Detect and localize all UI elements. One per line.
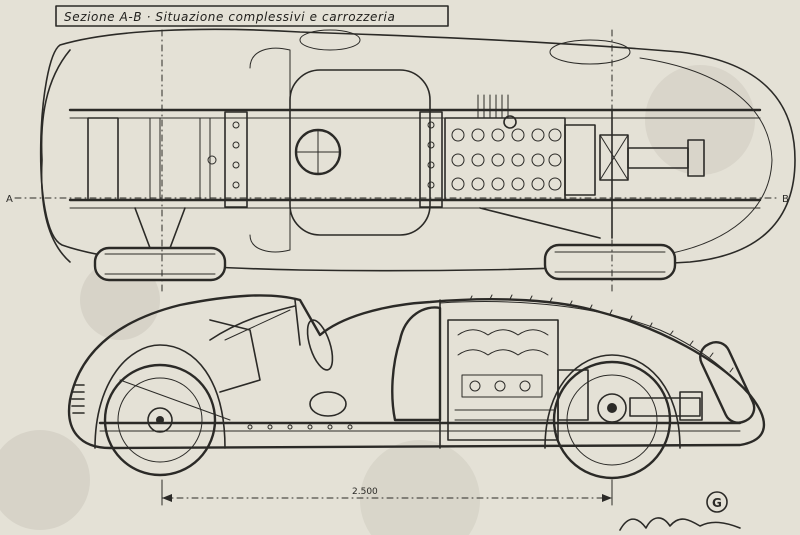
title-block: Sezione A-B · Situazione complessivi e c… [55, 5, 449, 27]
rear-wheel [552, 360, 672, 480]
rear-hub-center [607, 403, 617, 413]
windscreen-frame [209, 305, 296, 341]
body-ridge-line [439, 301, 761, 411]
front-wheel-rim [117, 377, 203, 463]
body-louvers [469, 294, 734, 373]
front-crossmember [87, 117, 119, 201]
plan-nose [40, 49, 71, 263]
gear-lever-knob [309, 391, 347, 417]
rear-brake-drum [679, 391, 703, 421]
rear-hub-plan [687, 139, 705, 177]
upper-fairing-left [299, 29, 361, 51]
designer-monogram: G [706, 491, 728, 513]
front-axle-housing [149, 117, 211, 201]
engine-crossmember [419, 111, 443, 208]
plan-body-outline [39, 28, 796, 272]
section-mark-a: A [6, 194, 13, 205]
steering-wheel-side [306, 319, 334, 371]
gear-knob [207, 155, 217, 165]
rear-wheel-plan [479, 207, 677, 281]
crossmember-holes [232, 121, 435, 189]
plan-tail-line [639, 57, 773, 259]
steering-column [294, 299, 301, 346]
rear-wheel-rim [566, 374, 658, 466]
section-line-ab: A B [6, 194, 789, 205]
drawing-title: Sezione A-B · Situazione complessivi e c… [64, 10, 395, 24]
windscreen-stay [224, 309, 291, 341]
front-wheel [103, 363, 217, 477]
upper-fairing-right [549, 39, 631, 65]
front-grille [71, 384, 85, 414]
gearbox-plan [564, 124, 596, 196]
monogram-letter: G [712, 496, 722, 510]
section-mark-b: B [782, 194, 789, 205]
paper-stains [0, 65, 755, 535]
rear-wheel-arch [544, 354, 681, 449]
front-hub [147, 407, 173, 433]
mid-crossmember [224, 111, 248, 208]
side-view [67, 294, 765, 480]
side-body-outline [67, 294, 765, 450]
plan-view [39, 28, 796, 282]
front-spring [119, 379, 231, 421]
front-wheel-arch [94, 344, 226, 449]
fuel-tank [699, 341, 756, 424]
side-rail-holes [247, 424, 353, 430]
front-suspension-frame [209, 319, 261, 393]
rear-hub [597, 393, 627, 423]
diff-cross-2 [599, 134, 629, 181]
wheelbase-dimension: 2.500 [161, 479, 613, 506]
rear-driveshaft-side [629, 397, 701, 417]
seat-side [391, 306, 442, 422]
signature [619, 517, 741, 531]
wheelbase-value: 2.500 [352, 487, 378, 497]
title-frame [55, 5, 449, 27]
front-wheel-plan [93, 207, 227, 282]
seat-plan [249, 47, 291, 253]
